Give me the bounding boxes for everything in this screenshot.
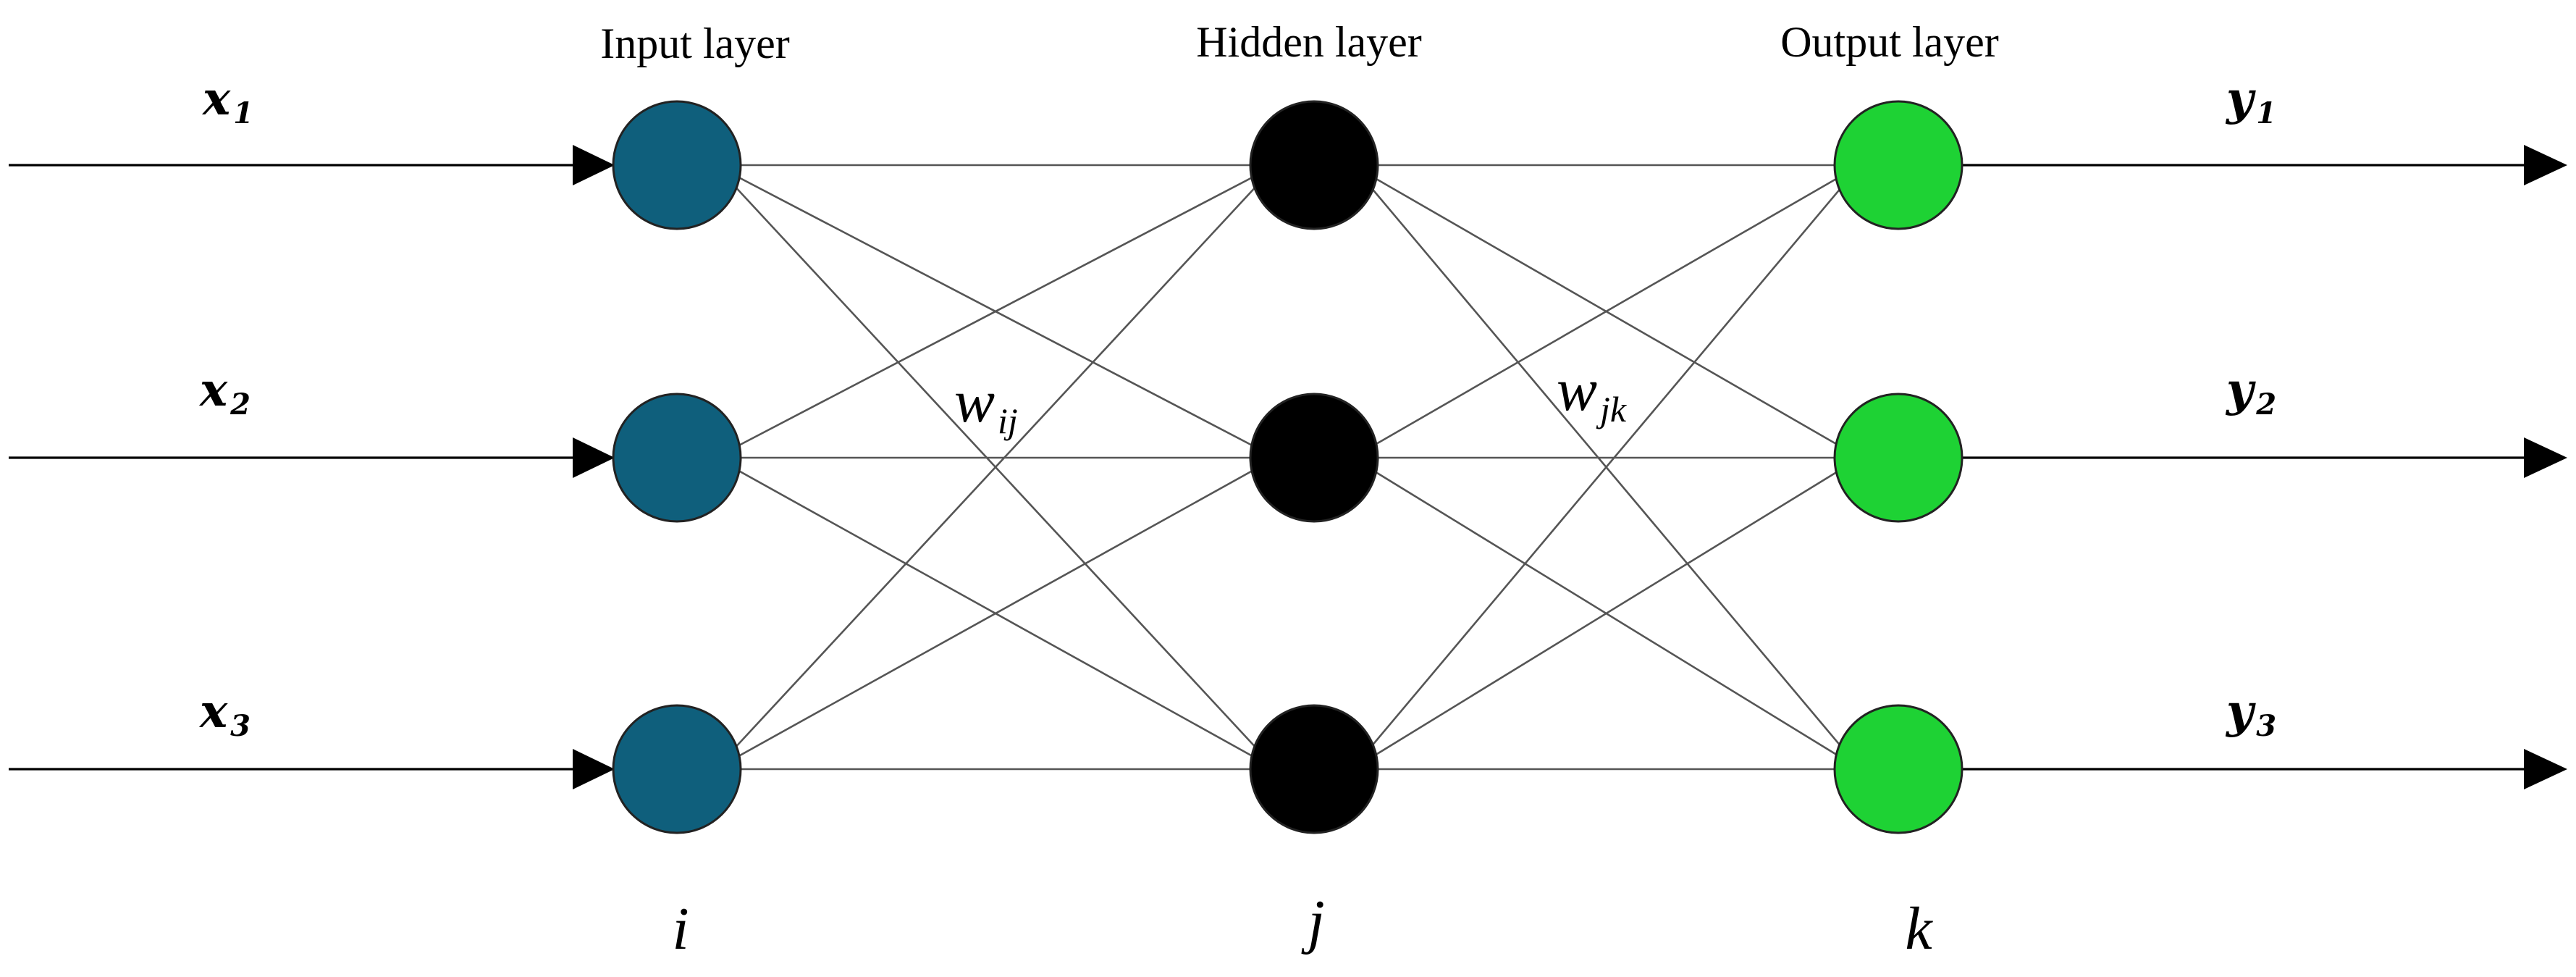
- edge-hidden-2-to-output-1: [1352, 164, 1861, 459]
- network-nodes: [612, 100, 1963, 834]
- input-arrowhead-2: [573, 437, 615, 478]
- output-arrowhead-2: [2524, 437, 2567, 478]
- edge-hidden-3-to-output-1: [1351, 164, 1861, 770]
- hidden-layer-index: j: [1301, 888, 1324, 955]
- edge-input-3-to-hidden-2: [715, 456, 1276, 771]
- output-arrowhead-1: [2524, 145, 2567, 185]
- io-arrows: [9, 145, 2567, 789]
- input-arrowhead-1: [573, 145, 615, 185]
- hidden-node-2: [1249, 393, 1379, 523]
- input-arrowhead-3: [573, 749, 615, 789]
- weight-label-wjk: wjk: [1557, 356, 1627, 429]
- input-node-1: [612, 100, 742, 230]
- input-node-3: [612, 704, 742, 834]
- edge-hidden-3-to-output-2: [1352, 456, 1861, 771]
- hidden-layer-title: Hidden layer: [1196, 18, 1422, 66]
- weight-label-wij: wij: [954, 368, 1018, 441]
- output-node-2: [1833, 393, 1963, 523]
- edge-input-3-to-hidden-1: [714, 164, 1277, 770]
- hidden-node-1: [1249, 100, 1379, 230]
- input-node-2: [612, 393, 742, 523]
- input-layer-index: i: [672, 895, 689, 963]
- connection-edges: [714, 164, 1861, 771]
- output-node-3: [1833, 704, 1963, 834]
- output-node-1: [1833, 100, 1963, 230]
- output-layer-index: k: [1905, 895, 1933, 963]
- input-layer-title: Input layer: [600, 20, 790, 67]
- output-arrowhead-3: [2524, 749, 2567, 789]
- output-layer-title: Output layer: [1780, 18, 1999, 66]
- hidden-node-3: [1249, 704, 1379, 834]
- edge-input-2-to-hidden-1: [715, 164, 1276, 459]
